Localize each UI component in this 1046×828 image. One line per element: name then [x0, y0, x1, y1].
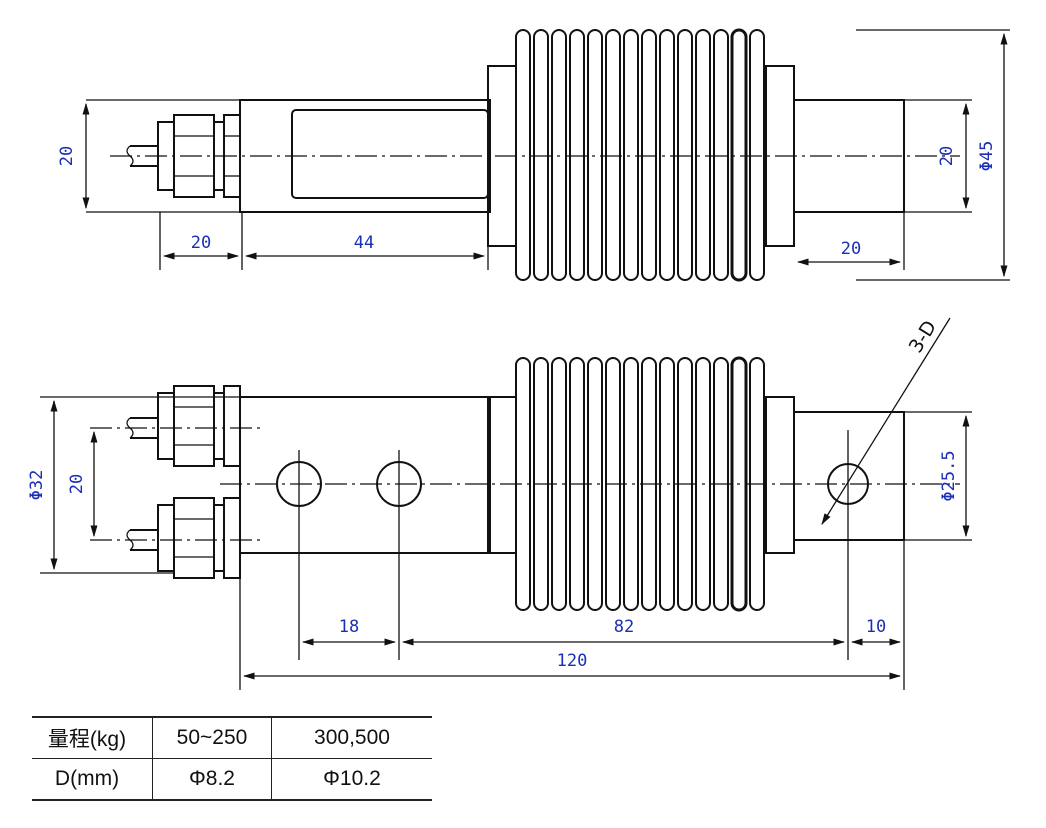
top-dim-slot-length: 44 — [354, 233, 374, 253]
bottom-dim-body-height: Φ32 — [27, 470, 47, 501]
spec-table: 量程(kg) 50~250 300,500 D(mm) Φ8.2 Φ10.2 — [32, 716, 432, 801]
bottom-right-end — [793, 411, 905, 541]
table-row: D(mm) Φ8.2 Φ10.2 — [32, 758, 432, 800]
bottom-dim-end-dia: Φ25.5 — [939, 450, 959, 501]
top-slot — [291, 109, 489, 199]
top-dim-bellows-dia: Φ45 — [977, 141, 997, 172]
bottom-cable-gland-upper — [126, 385, 241, 467]
bottom-dim-overall-length: 120 — [557, 651, 588, 671]
table-row: 量程(kg) 50~250 300,500 — [32, 717, 432, 759]
table-cell: 50~250 — [152, 717, 272, 759]
table-cell: Φ8.2 — [152, 758, 272, 800]
top-dim-gland-width: 20 — [191, 233, 211, 253]
bottom-body-block — [239, 396, 491, 554]
bottom-dim-end-offset: 10 — [866, 617, 886, 637]
table-cell: D(mm) — [32, 758, 153, 800]
top-dim-height-left: 20 — [57, 146, 77, 166]
top-bellows — [515, 28, 765, 282]
bottom-dim-hole-spacing: 18 — [339, 617, 359, 637]
hole-callout: 3-D — [905, 317, 941, 357]
top-dim-end-length: 20 — [841, 239, 861, 259]
bottom-dim-span: 82 — [614, 617, 634, 637]
top-dim-height-right: 20 — [937, 146, 957, 166]
bottom-cable-gland-lower — [126, 497, 241, 579]
table-cell: 量程(kg) — [32, 717, 153, 759]
bottom-view: Φ32 20 Φ25.5 18 82 10 120 3-D — [27, 317, 972, 690]
hole-callout-leader — [821, 317, 951, 525]
table-cell: 300,500 — [271, 717, 432, 759]
bottom-dim-cable-spacing: 20 — [67, 474, 87, 494]
top-view: 20 20 44 20 Φ45 20 — [57, 28, 1010, 282]
table-cell: Φ10.2 — [323, 767, 381, 790]
